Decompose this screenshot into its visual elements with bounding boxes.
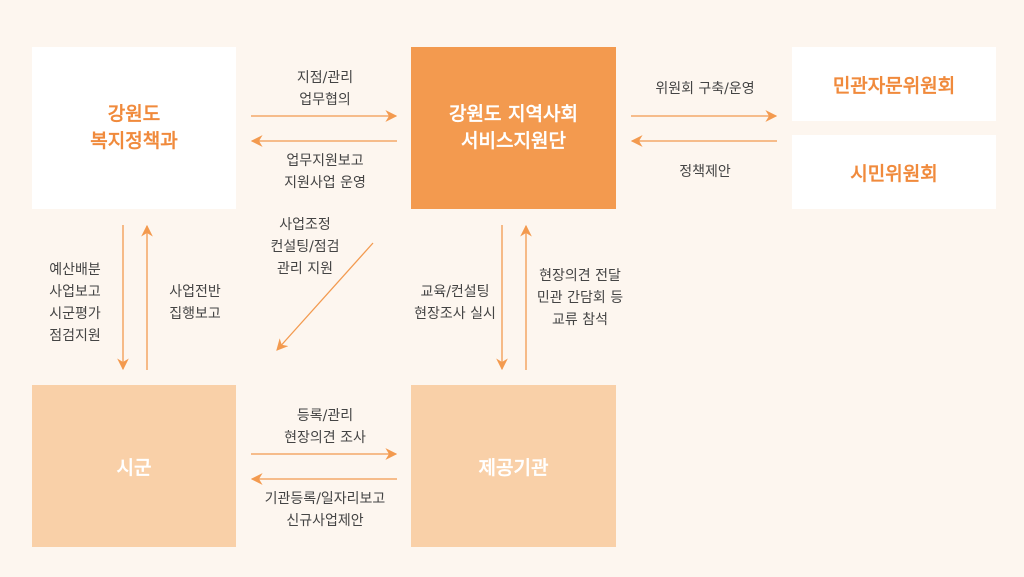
label-center-to-gangwon: 업무지원보고 지원사업 운영 [284, 153, 366, 191]
node-citizen-committee: 시민위원회 [792, 135, 996, 209]
label-citizen-to-center: 정책제안 [679, 164, 731, 180]
arrow-center-to-sigun [276, 242, 374, 351]
label-center-to-civil: 위원회 구축/운영 [655, 81, 755, 97]
label-sigun-to-gangwon: 사업전반 집행보고 [169, 284, 221, 322]
label-gangwon-to-sigun: 예산배분 사업보고 시군평가 점검지원 [49, 262, 101, 344]
label-center-to-sigun: 사업조정 컨설팅/점검 관리 지원 [270, 217, 340, 277]
node-provider: 제공기관 [411, 385, 616, 547]
label-provider-to-center: 현장의견 전달 민관 간담회 등 교류 참석 [536, 268, 624, 328]
label-provider-to-sigun: 기관등록/일자리보고 신규사업제안 [264, 491, 386, 529]
label-gangwon-to-center: 지점/관리 업무협의 [296, 70, 354, 108]
node-civil-advisory: 민관자문위원회 [792, 47, 996, 121]
node-sigun: 시군 [32, 385, 236, 547]
node-support-center: 강원도 지역사회 서비스지원단 [411, 47, 616, 209]
node-gangwon-welfare: 강원도 복지정책과 [32, 47, 236, 209]
label-sigun-to-provider: 등록/관리 현장의견 조사 [284, 408, 366, 446]
label-center-to-provider: 교육/컨설팅 현장조사 실시 [414, 284, 496, 322]
